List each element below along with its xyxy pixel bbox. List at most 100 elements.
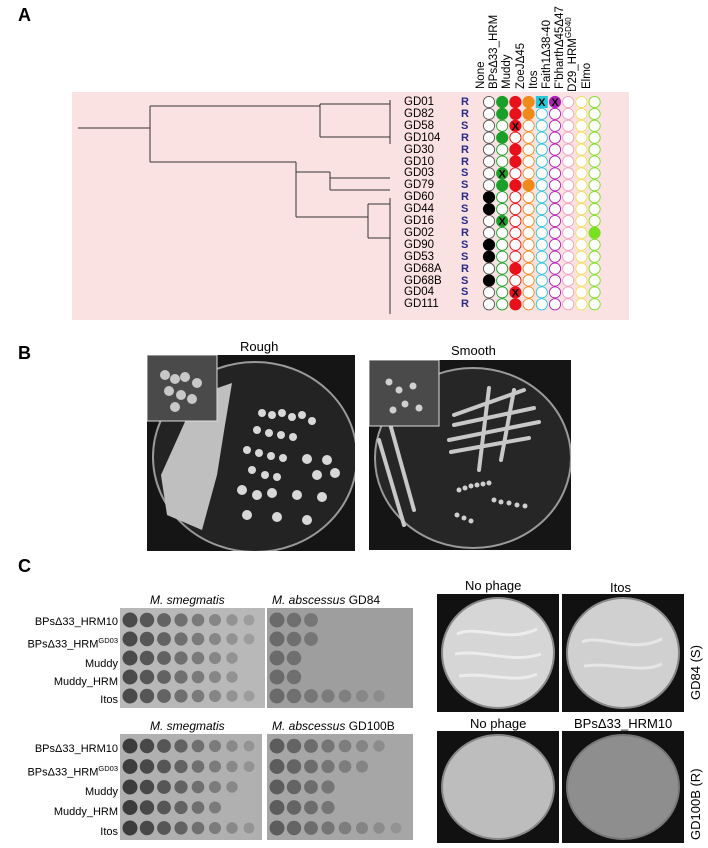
plaque-spot: [321, 759, 335, 774]
matrix-cell: [588, 214, 601, 228]
row-label-bps-hrm-gd03-bottom: BPsΔ33_HRMGD03: [27, 764, 118, 779]
panel-c-letter: C: [18, 556, 31, 576]
spot-plate-abs-bottom: [267, 734, 413, 840]
plaque-spot: [269, 631, 285, 647]
plaque-spot: [356, 760, 368, 773]
strain-name: GD90: [404, 238, 435, 251]
plate-itos-gd84: [562, 594, 684, 712]
plaque-spot: [286, 738, 302, 754]
matrix-cell: [522, 95, 535, 109]
abs-label-top: M. abscessus GD84: [272, 593, 380, 607]
resistance-mark: X: [538, 97, 546, 109]
matrix-cell: [588, 274, 601, 287]
matrix-cell: [548, 286, 562, 299]
plaque-spot: [174, 613, 188, 627]
morphotype: R: [461, 107, 469, 120]
matrix-cell: [575, 286, 588, 299]
matrix-cell: [522, 167, 535, 180]
plaque-spot: [243, 614, 255, 626]
matrix-cell: [588, 238, 601, 251]
plate-no-phage-gd84: [437, 594, 559, 712]
plaque-spot: [269, 650, 285, 666]
plaque-spot: [122, 688, 138, 704]
plaque-spot: [226, 760, 238, 773]
matrix-cell: [588, 203, 601, 216]
matrix-cell: [575, 191, 588, 204]
strain-name: GD82: [404, 107, 435, 120]
plaque-spot: [157, 780, 171, 794]
matrix-cell: [548, 155, 562, 168]
plaque-spot: [286, 650, 302, 666]
matrix-cell: [482, 250, 496, 263]
morphotype: R: [461, 96, 469, 108]
plaque-spot: [338, 760, 352, 773]
matrix-cell: [482, 226, 496, 239]
matrix-cell: [588, 95, 601, 109]
plaque-spot: [338, 689, 352, 703]
matrix-cell: [575, 131, 588, 144]
plaque-spot: [157, 632, 171, 646]
matrix-cell: [535, 167, 548, 180]
plaque-spot: [226, 671, 238, 683]
matrix-cell: [575, 203, 588, 216]
matrix-cell: [548, 274, 562, 287]
plaque-spot: [174, 821, 188, 835]
matrix-cell: [575, 143, 588, 156]
rough-label: Rough: [240, 339, 279, 354]
plaque-spot: [209, 690, 221, 702]
phage-header: ZoeJΔ45: [514, 42, 527, 89]
morphotype: R: [461, 143, 469, 156]
matrix-cell: [562, 167, 575, 180]
matrix-cell: [496, 131, 509, 144]
plaque-spot: [157, 821, 171, 835]
matrix-cell: [588, 155, 601, 168]
matrix-cell: [482, 191, 496, 204]
matrix-cell: [522, 155, 535, 168]
matrix-cell: [482, 179, 496, 192]
matrix-cell: [535, 238, 548, 251]
morphotype: S: [461, 167, 469, 180]
plaque-spot: [191, 821, 205, 835]
plaque-spot: [209, 781, 221, 793]
matrix-cell: [548, 107, 562, 120]
matrix-cell: [535, 143, 548, 156]
morphotype: R: [461, 131, 469, 144]
matrix-cell: [509, 238, 522, 251]
matrix-cell: [496, 238, 509, 251]
matrix-cell: [496, 95, 509, 109]
plaque-spot: [191, 739, 205, 753]
plaque-spot: [304, 780, 318, 794]
matrix-cell: [562, 95, 575, 109]
side-label-gd100b: GD100B (R): [688, 768, 703, 840]
plaque-spot: [304, 739, 318, 753]
matrix-cell: [496, 167, 509, 180]
smeg-label-bottom: M. smegmatis: [150, 719, 225, 733]
matrix-cell: [535, 119, 548, 132]
matrix-cell: [575, 179, 588, 192]
matrix-cell: [588, 250, 601, 263]
matrix-cell: [548, 250, 562, 263]
plaque-spot: [139, 688, 155, 704]
no-phage-label-top: No phage: [465, 578, 522, 593]
phage-header: Itos: [527, 70, 540, 89]
matrix-cell: [522, 214, 535, 228]
matrix-cell: [535, 191, 548, 204]
matrix-cell: [575, 238, 588, 251]
matrix-cell: [482, 131, 496, 144]
plaque-spot: [209, 652, 221, 664]
matrix-cell: [509, 155, 522, 168]
plaque-spot: [191, 689, 205, 703]
matrix-cell: [482, 274, 496, 287]
plaque-spot: [174, 739, 188, 753]
matrix-cell: [509, 143, 522, 156]
matrix-cell: [575, 107, 588, 120]
matrix-cell: [535, 250, 548, 263]
matrix-cell: [535, 226, 548, 239]
matrix-cell: [496, 119, 509, 132]
matrix-cell: [535, 286, 548, 299]
plaque-spot: [243, 633, 255, 645]
matrix-cell: [562, 214, 575, 228]
row-label-muddy-hrm-top: Muddy_HRM: [53, 676, 118, 688]
matrix-cell: [535, 179, 548, 192]
matrix-cell: [548, 167, 562, 180]
